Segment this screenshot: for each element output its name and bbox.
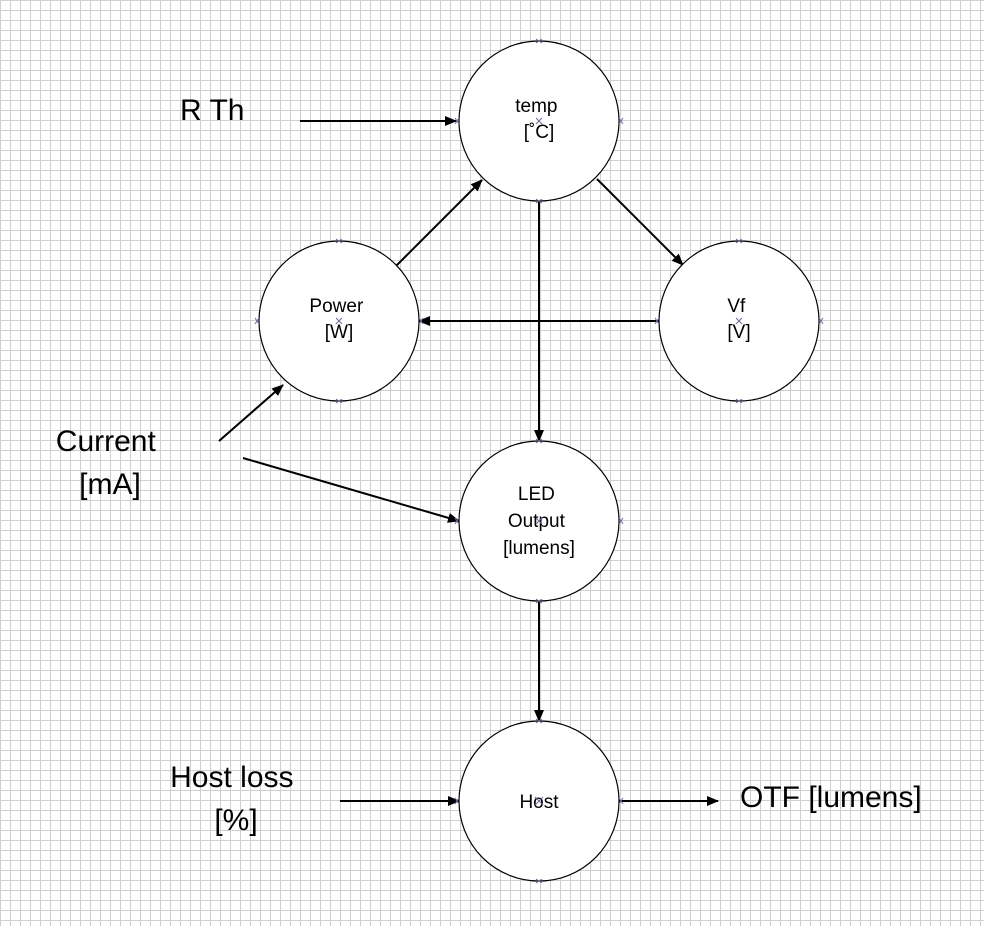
svg-text:OTF [lumens]: OTF [lumens]: [740, 781, 922, 814]
svg-text:Host: Host: [519, 792, 559, 813]
svg-text:Current [mA]: Current [mA]: [56, 425, 164, 501]
port-marker: [654, 238, 824, 404]
node-temp-line-2: [˚C]: [524, 122, 555, 143]
edge-current-to-power: [218, 384, 284, 442]
edge-current-to-led: [242, 457, 460, 523]
port-marker: [454, 718, 624, 884]
node-vf-line-1: Vf: [727, 296, 746, 317]
label-host-loss-line-1: Host loss: [170, 761, 293, 794]
label-otf: OTF [lumens]: [740, 781, 922, 814]
label-rth: R Th: [180, 94, 244, 127]
port-marker: [454, 38, 624, 204]
label-current-line-1: Current: [56, 425, 157, 458]
node-led-line-1: LED: [518, 484, 555, 505]
label-current-line-2: [mA]: [79, 468, 141, 501]
node-vf-line-2: [V]: [727, 322, 750, 343]
node-power-line-2: [W]: [325, 322, 354, 343]
node-led-line-3: [lumens]: [503, 538, 575, 559]
svg-text:temp [˚C]: temp [˚C]: [515, 96, 563, 143]
node-host-line-1: Host: [519, 792, 559, 813]
node-temp-line-1: temp: [515, 96, 557, 117]
svg-text:Host loss [%]: Host loss [%]: [170, 761, 302, 837]
svg-text:R Th: R Th: [180, 94, 244, 127]
node-power-line-1: Power: [309, 296, 364, 317]
edge-temp-to-vf: [596, 178, 684, 266]
node-led-line-2: Output: [508, 511, 566, 532]
svg-text:LED Output [lumens: LED Output [lumens]: [503, 484, 575, 559]
label-host-loss-line-2: [%]: [214, 804, 257, 837]
port-marker: [254, 238, 424, 404]
edges: [218, 116, 719, 806]
svg-text:Power [W]: Power [W]: [309, 296, 368, 343]
svg-text:Vf [V]: Vf [V]: [727, 296, 750, 343]
edge-power-to-temp: [395, 179, 483, 267]
port-marker: [454, 438, 624, 604]
ports: [254, 38, 824, 884]
